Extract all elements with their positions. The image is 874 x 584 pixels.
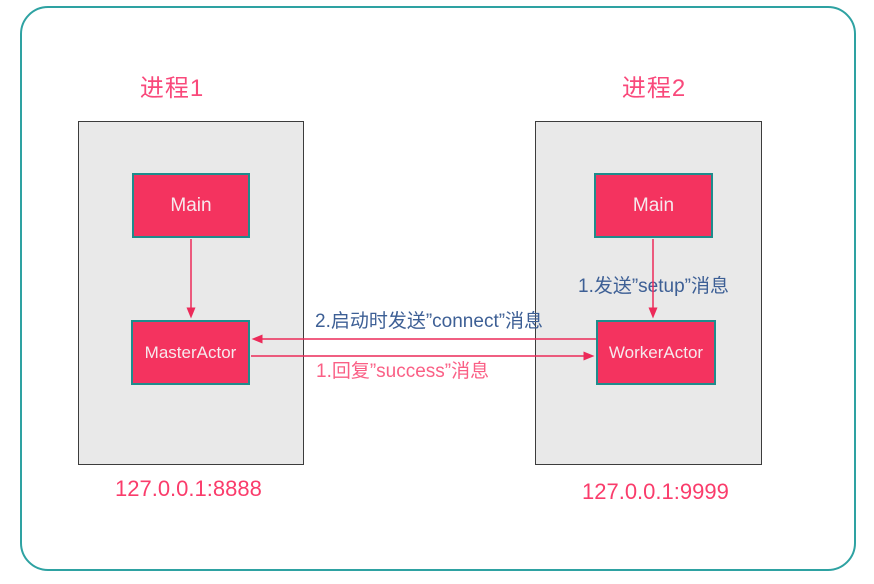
setup-message-label: 1.发送”setup”消息	[578, 276, 729, 297]
master-actor-label: MasterActor	[144, 342, 237, 362]
worker-actor-label: WorkerActor	[608, 342, 704, 362]
master-actor-node: MasterActor	[131, 320, 250, 385]
process2-address: 127.0.0.1:9999	[582, 479, 729, 504]
success-message-label: 1.回复”success”消息	[316, 361, 490, 382]
process2-main-label: Main	[632, 194, 675, 216]
worker-actor-node: WorkerActor	[596, 320, 716, 385]
process2-title: 进程2	[621, 75, 687, 102]
connect-message-label: 2.启动时发送”connect”消息	[315, 311, 544, 332]
process1-main-label: Main	[170, 194, 212, 216]
process1-address: 127.0.0.1:8888	[115, 476, 262, 501]
process1-main-node: Main	[132, 173, 250, 238]
rounded-border-frame	[20, 6, 856, 571]
process1-title: 进程1	[139, 75, 205, 102]
process2-main-node: Main	[594, 173, 713, 238]
